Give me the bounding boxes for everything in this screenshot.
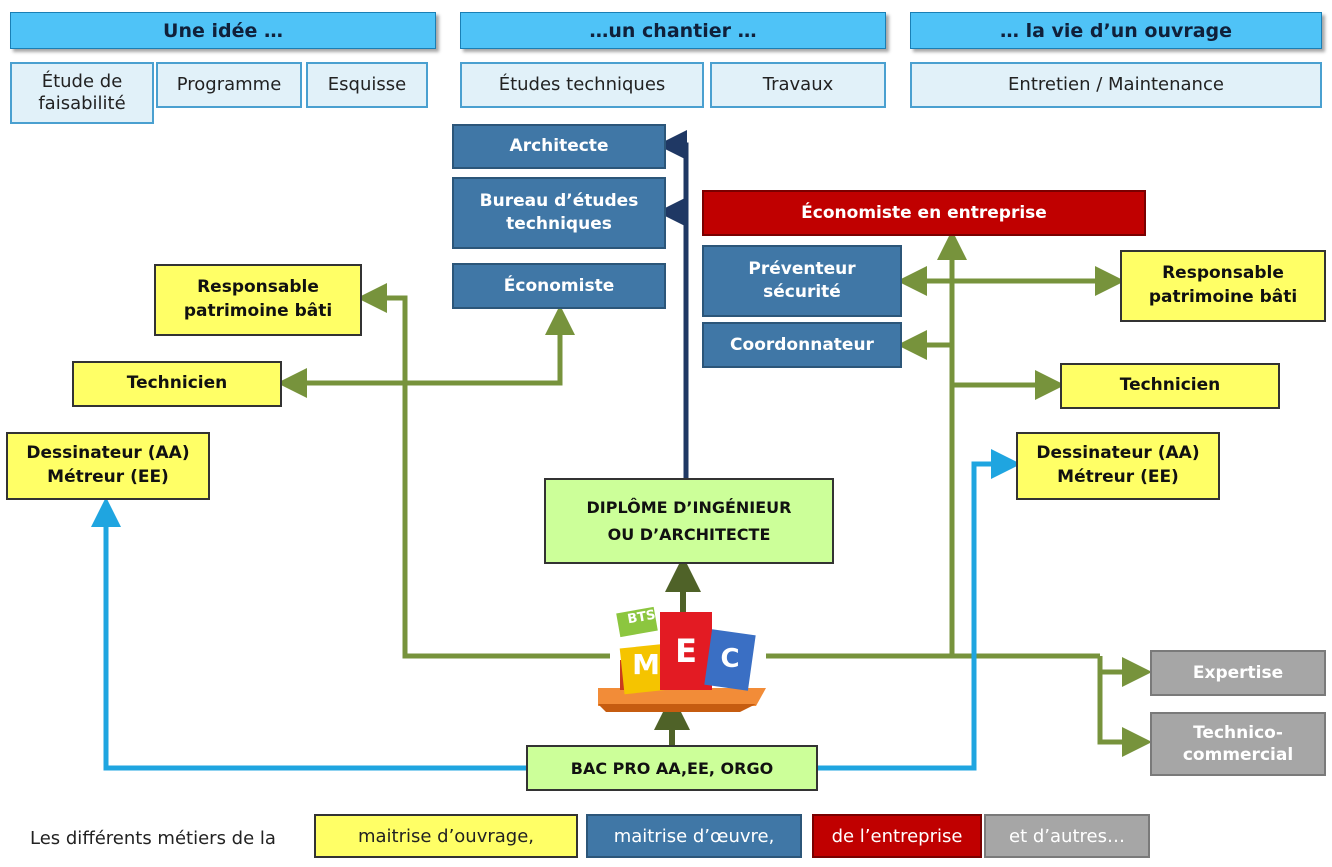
box-architecte: Architecte — [452, 124, 666, 169]
phase-chantier: …un chantier … — [460, 12, 886, 49]
step-faisabilite-line2: faisabilité — [38, 93, 126, 114]
box-technico-line1: Technico- — [1193, 722, 1283, 743]
legend-maitrise-ouvrage: maitrise d’ouvrage, — [314, 814, 578, 858]
box-responsable-right-line2: patrimoine bâti — [1148, 287, 1298, 307]
arrow-to-dessinateur-left — [91, 497, 528, 771]
box-dessinateur-right: Dessinateur (AA) Métreur (EE) — [1016, 432, 1220, 500]
phase-vie-ouvrage-label: … la vie d’un ouvrage — [999, 19, 1233, 42]
step-travaux-label: Travaux — [762, 74, 834, 96]
box-technicien-right: Technicien — [1060, 363, 1280, 409]
box-responsable-left-line1: Responsable — [197, 277, 319, 298]
box-bureau-etudes: Bureau d’études techniques — [452, 177, 666, 249]
box-economiste-label: Économiste — [503, 275, 615, 296]
box-diplome-line1: DIPLÔME D’INGÉNIEUR — [586, 497, 792, 517]
arrow-to-expertise — [1097, 656, 1152, 757]
step-faisabilite: Étude de faisabilité — [10, 62, 154, 124]
legend-intro: Les différents métiers de la — [30, 827, 276, 849]
box-bureau-etudes-line1: Bureau d’études — [479, 191, 639, 212]
legend-maitrise-oeuvre: maitrise d’œuvre, — [586, 814, 802, 858]
legend-autres-label: et d’autres… — [1009, 825, 1125, 847]
mec-logo-graphic — [598, 606, 766, 712]
step-programme: Programme — [156, 62, 302, 108]
box-technico-line2: commercial — [1182, 745, 1294, 765]
legend-entreprise: de l’entreprise — [812, 814, 982, 858]
step-etudes-techniques: Études techniques — [460, 62, 704, 108]
arrow-to-technicien-left — [405, 305, 575, 386]
phase-vie-ouvrage: … la vie d’un ouvrage — [910, 12, 1322, 49]
phase-chantier-label: …un chantier … — [589, 19, 757, 42]
logo-letter-c: C — [720, 644, 740, 674]
box-technicien-left-label: Technicien — [126, 373, 228, 394]
box-coordonnateur: Coordonnateur — [702, 322, 902, 368]
box-dessinateur-left-line2: Métreur (EE) — [47, 467, 169, 487]
box-dessinateur-right-line2: Métreur (EE) — [1057, 467, 1179, 487]
step-esquisse-label: Esquisse — [327, 74, 407, 96]
phase-idee-label: Une idée … — [163, 19, 283, 42]
legend-maitrise-oeuvre-label: maitrise d’œuvre, — [613, 825, 775, 847]
box-responsable-right: Responsable patrimoine bâti — [1120, 250, 1326, 322]
box-technicien-right-label: Technicien — [1119, 375, 1221, 396]
box-economiste: Économiste — [452, 263, 666, 309]
box-diplome-line2: OU D’ARCHITECTE — [607, 525, 771, 544]
box-preventeur-line1: Préventeur — [748, 259, 856, 280]
step-travaux: Travaux — [710, 62, 886, 108]
step-entretien-label: Entretien / Maintenance — [1008, 74, 1224, 96]
legend-maitrise-ouvrage-label: maitrise d’ouvrage, — [357, 825, 535, 847]
box-expertise-label: Expertise — [1192, 662, 1284, 683]
arrow-to-architecte — [657, 130, 689, 478]
box-economiste-entreprise: Économiste en entreprise — [702, 190, 1146, 236]
box-preventeur: Préventeur sécurité — [702, 245, 902, 317]
arrow-to-dessinateur-right — [816, 449, 1021, 771]
box-expertise: Expertise — [1150, 650, 1326, 696]
box-responsable-left: Responsable patrimoine bâti — [154, 264, 362, 336]
step-programme-label: Programme — [176, 74, 282, 96]
box-responsable-left-line2: patrimoine bâti — [183, 301, 333, 321]
box-technico-commercial: Technico- commercial — [1150, 712, 1326, 776]
arrow-to-responsable-left — [357, 283, 610, 659]
box-dessinateur-left: Dessinateur (AA) Métreur (EE) — [6, 432, 210, 500]
box-architecte-label: Architecte — [509, 136, 609, 157]
logo-letter-e: E — [675, 632, 697, 670]
box-responsable-right-line1: Responsable — [1162, 263, 1284, 284]
box-coordonnateur-label: Coordonnateur — [730, 334, 874, 355]
box-economiste-entreprise-label: Économiste en entreprise — [801, 203, 1047, 223]
box-preventeur-line2: sécurité — [763, 282, 841, 302]
legend-entreprise-label: de l’entreprise — [831, 825, 963, 847]
legend-autres: et d’autres… — [984, 814, 1150, 858]
box-dessinateur-right-line1: Dessinateur (AA) — [1036, 443, 1200, 464]
phase-idee: Une idée … — [10, 12, 436, 49]
box-bureau-etudes-line2: techniques — [506, 214, 612, 234]
box-bac-pro-label: BAC PRO AA,EE, ORGO — [570, 758, 774, 778]
logo-letter-m: M — [632, 648, 660, 681]
step-esquisse: Esquisse — [306, 62, 428, 108]
step-entretien: Entretien / Maintenance — [910, 62, 1322, 108]
box-technicien-left: Technicien — [72, 361, 282, 407]
box-dessinateur-left-line1: Dessinateur (AA) — [26, 443, 190, 464]
step-etudes-techniques-label: Études techniques — [498, 74, 666, 96]
box-diplome: DIPLÔME D’INGÉNIEUR OU D’ARCHITECTE — [544, 478, 834, 564]
step-faisabilite-line1: Étude de — [41, 71, 123, 93]
box-bac-pro: BAC PRO AA,EE, ORGO — [526, 745, 818, 791]
